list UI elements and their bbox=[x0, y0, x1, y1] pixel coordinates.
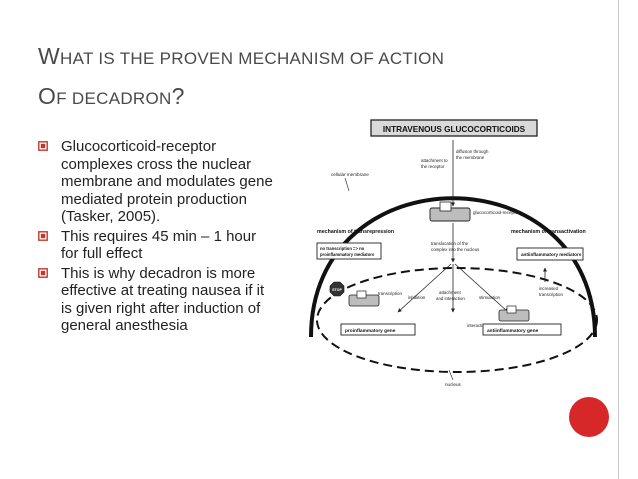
bullet-list: Glucocorticoid-receptor complexes cross … bbox=[38, 138, 274, 337]
nucleus-envelope bbox=[316, 267, 598, 373]
bullet-item: This requires 45 min – 1 hour for full e… bbox=[38, 228, 274, 263]
antiinflammatory-gene-label: antiinflammatory gene bbox=[487, 328, 539, 334]
bullet-text: Glucocorticoid-receptor complexes cross … bbox=[61, 138, 273, 225]
antiinflammatory-gene-box bbox=[482, 323, 562, 336]
diagram-header-label: INTRAVENOUS GLUCOCORTICOIDS bbox=[383, 125, 526, 134]
proinflammatory-gene-label: proinflammatory gene bbox=[345, 328, 396, 334]
inhibition-label: inhibition bbox=[408, 295, 426, 300]
slide-title: WHAT IS THE PROVEN MECHANISM OF ACTION O… bbox=[38, 38, 578, 118]
interaction-label: interaction bbox=[467, 323, 488, 328]
nuclear-ligand-right bbox=[506, 305, 517, 314]
attachment-label-2: the receptor bbox=[421, 164, 445, 169]
title-question-mark: ? bbox=[171, 83, 185, 109]
no-transcription-label-1: no transcription => no bbox=[320, 246, 365, 251]
nucleus-pointer bbox=[448, 369, 454, 381]
diagram-header-box bbox=[370, 119, 538, 137]
increased-transcription-label-1: increased bbox=[539, 286, 559, 291]
slide-edge-rule bbox=[618, 0, 619, 479]
stimulation-arrow bbox=[454, 263, 509, 313]
title-line-1: WHAT IS THE PROVEN MECHANISM OF ACTION bbox=[38, 38, 578, 78]
inhibition-arrow bbox=[397, 263, 452, 313]
stimulation-label: stimulation bbox=[479, 295, 501, 300]
receptor-ligand-shape bbox=[439, 201, 452, 212]
attachment-interaction-label-1: attachment bbox=[439, 290, 462, 295]
no-transcription-label-2: proinflammatory mediators bbox=[320, 252, 375, 257]
transrepression-label: mechanism of transrepression bbox=[317, 229, 394, 235]
cellular-membrane-label: cellular membrane bbox=[331, 172, 369, 177]
title-line-2-initial: O bbox=[38, 83, 57, 109]
box-bullet-icon bbox=[38, 267, 48, 278]
antiinflammatory-mediators-box bbox=[516, 247, 584, 261]
diffusion-label-1: diffusion through bbox=[456, 149, 489, 154]
glucocorticoid-mechanism-diagram: INTRAVENOUS GLUCOCORTICOIDS cellular mem… bbox=[309, 119, 598, 387]
proinflammatory-gene-box bbox=[340, 323, 416, 336]
attachment-interaction-label-2: and interaction bbox=[436, 296, 465, 301]
bullet-text: This is why decadron is more effective a… bbox=[61, 264, 265, 335]
stop-sign-label: STOP bbox=[332, 288, 342, 292]
bullet-text: This requires 45 min – 1 hour for full e… bbox=[61, 227, 257, 263]
bullet-item: This is why decadron is more effective a… bbox=[38, 265, 274, 335]
no-transcription-box bbox=[316, 242, 382, 260]
decorative-red-circle bbox=[569, 397, 609, 437]
bullet-item: Glucocorticoid-receptor complexes cross … bbox=[38, 138, 274, 226]
title-line-1-text: HAT IS THE PROVEN MECHANISM OF ACTION bbox=[60, 49, 445, 68]
gc-receptor-label: glucocorticoid-receptor bbox=[473, 210, 520, 215]
box-bullet-icon bbox=[38, 230, 48, 241]
diffusion-label-2: the membrane bbox=[456, 155, 485, 160]
translocation-label-1: translocation of the bbox=[431, 241, 469, 246]
nucleus-label: nucleus bbox=[445, 382, 462, 387]
increased-transcription-label-2: transcription bbox=[539, 292, 563, 297]
attachment-label-1: attachment to bbox=[421, 158, 448, 163]
transactivation-label: mechanism of transactivation bbox=[511, 229, 586, 235]
stop-sign-icon bbox=[329, 281, 345, 297]
membrane-pointer bbox=[344, 177, 350, 192]
nuclear-ligand-left bbox=[356, 290, 367, 299]
title-line-2-text: F DECADRON bbox=[56, 89, 172, 108]
box-bullet-icon bbox=[38, 141, 48, 151]
title-line-1-initial: W bbox=[38, 43, 61, 69]
antiinflammatory-mediators-label: antiinflammatory mediators bbox=[521, 252, 582, 257]
transcription-label: transcription bbox=[378, 291, 402, 296]
title-line-2: OF DECADRON? bbox=[38, 78, 578, 118]
translocation-label-2: complex into the nucleus bbox=[431, 247, 480, 252]
